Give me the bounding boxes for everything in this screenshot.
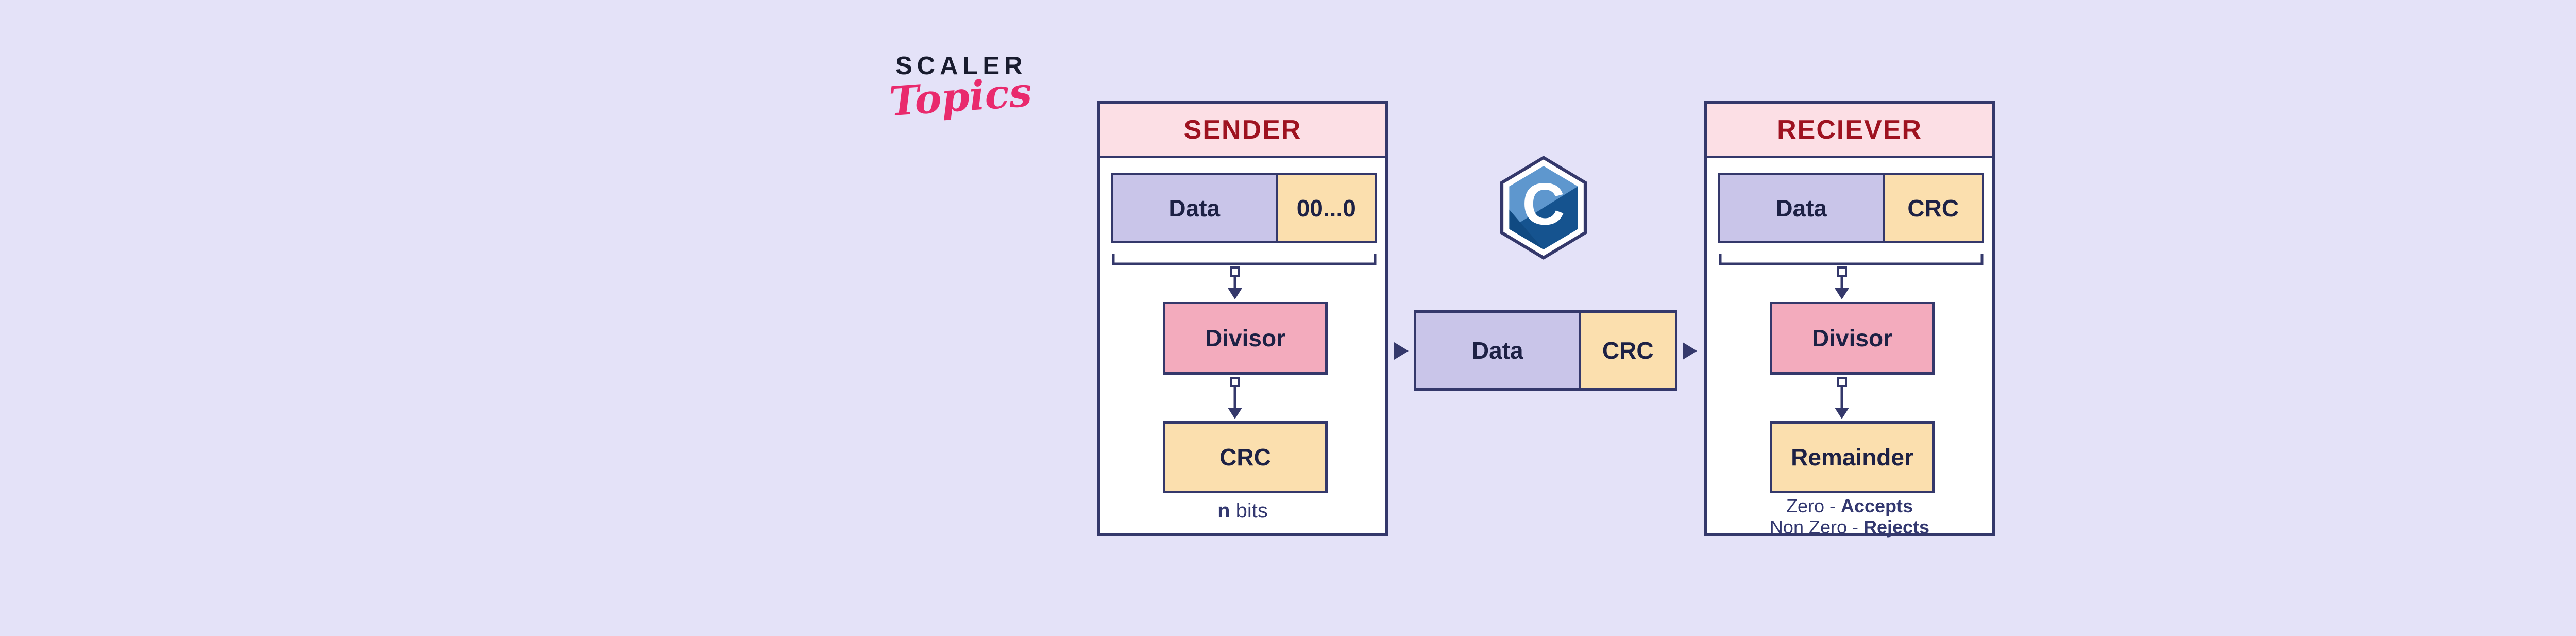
result-reject-prefix: Non Zero - [1769,516,1863,538]
receiver-data-crc-row: Data CRC [1718,173,1984,243]
sender-appended-zeros-cell: 00...0 [1275,175,1375,241]
channel-crc-cell: CRC [1579,313,1675,388]
result-accept-line: Zero - Accepts [1707,495,1992,516]
receiver-divisor-box: Divisor [1770,302,1935,375]
receiver-header: RECIEVER [1707,104,1992,158]
down-arrow-icon [1835,266,1849,299]
receiver-title: RECIEVER [1777,115,1922,145]
brand-subtitle: Topics [888,69,1033,126]
result-reject-line: Non Zero - Rejects [1707,516,1992,538]
sender-nbits-note: n bits [1100,499,1385,523]
receiver-result-notes: Zero - Accepts Non Zero - Rejects [1707,495,1992,538]
sender-header: SENDER [1100,104,1385,158]
right-arrow-icon [1394,342,1409,360]
nbits-rest: bits [1230,499,1268,522]
result-reject-bold: Rejects [1863,516,1930,538]
brand-name: SCALER [895,52,1027,80]
sender-data-zeros-row: Data 00...0 [1111,173,1377,243]
sender-panel: SENDER Data 00...0 Divisor CRC n bits [1097,101,1388,536]
receiver-crc-cell: CRC [1882,175,1982,241]
down-arrow-icon [1835,377,1849,419]
result-accept-bold: Accepts [1840,495,1913,516]
transmitted-frame-box: Data CRC [1414,310,1677,391]
result-accept-prefix: Zero - [1786,495,1841,516]
sender-data-cell: Data [1113,175,1276,241]
channel-data-cell: Data [1416,313,1579,388]
bracket-icon [1719,254,1984,265]
right-arrow-icon [1683,342,1697,360]
bracket-icon [1112,254,1377,265]
down-arrow-icon [1228,377,1242,419]
down-arrow-icon [1228,266,1242,299]
sender-crc-box: CRC [1163,421,1328,493]
scaler-topics-logo: SCALER Topics [888,52,1033,125]
c-logo-letter: C [1522,171,1565,237]
receiver-remainder-box: Remainder [1770,421,1935,493]
receiver-data-cell: Data [1720,175,1883,241]
receiver-panel: RECIEVER Data CRC Divisor Remainder Zero… [1704,101,1995,538]
c-language-logo: C [1500,156,1587,260]
sender-divisor-box: Divisor [1163,302,1328,375]
nbits-bold: n [1217,499,1230,522]
sender-title: SENDER [1183,115,1302,145]
